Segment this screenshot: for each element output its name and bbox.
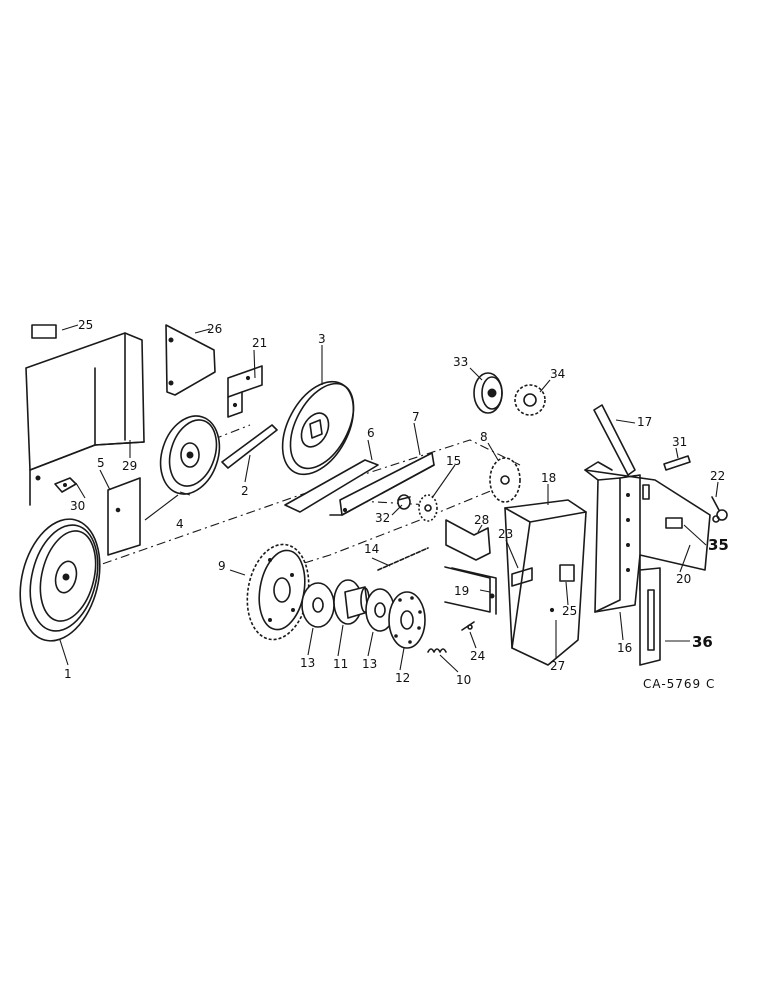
bolt: [711, 496, 728, 523]
leader-lines: [59, 324, 719, 673]
large-drive-pulley: [19, 518, 101, 642]
flat-bar: [284, 459, 379, 513]
callout-4: 4: [176, 517, 184, 531]
spring: [427, 648, 447, 653]
callout-22: 22: [710, 469, 725, 483]
bracket-upper: [445, 519, 491, 561]
callout-31: 31: [672, 435, 687, 449]
strap: [593, 404, 636, 476]
callout-3: 3: [318, 332, 326, 346]
angle-bracket: [227, 365, 263, 418]
small-shield-plate: [107, 477, 141, 556]
callout-5: 5: [97, 456, 105, 470]
upper-pulley: [281, 380, 355, 476]
callout-6: 6: [367, 426, 375, 440]
callout-14: 14: [364, 542, 379, 556]
u-bracket: [444, 566, 497, 615]
callout-18: 18: [541, 471, 556, 485]
sprocket-hub: [333, 579, 370, 625]
medium-pulley: [159, 415, 221, 495]
callout-26: 26: [207, 322, 222, 336]
decal-top-left: [31, 324, 57, 339]
callout-32: 32: [375, 511, 390, 525]
callout-1: 1: [64, 667, 72, 681]
callout-30: 30: [70, 499, 85, 513]
left-shield: [25, 332, 145, 506]
hub-pulley: [473, 372, 503, 414]
small-bar: [663, 455, 691, 471]
callout-19: 19: [454, 584, 469, 598]
callout-25-top: 25: [78, 318, 93, 332]
sprocket-upper: [489, 457, 521, 503]
callout-13-right: 13: [362, 657, 377, 671]
clutch-disc: [388, 591, 426, 649]
callout-16: 16: [617, 641, 632, 655]
callout-21: 21: [252, 336, 267, 350]
small-sprocket-top: [514, 384, 546, 416]
callout-28: 28: [474, 513, 489, 527]
roller-chain: [377, 547, 429, 571]
callout-13-left: 13: [300, 656, 315, 670]
callout-12: 12: [395, 671, 410, 685]
callout-27: 27: [550, 659, 565, 673]
callout-29: 29: [122, 459, 137, 473]
washer-left: [301, 582, 335, 628]
bracket-plate: [165, 324, 216, 396]
callout-labels: 25 26 21 3 33 34 17 31 22 29 30 5 4 2 6 …: [64, 318, 729, 691]
angle-bar: [329, 452, 435, 516]
drawing-reference-code: CA-5769 C: [643, 677, 715, 691]
small-clip: [54, 477, 77, 493]
callout-10: 10: [456, 673, 471, 687]
callout-34: 34: [550, 367, 565, 381]
callout-36: 36: [692, 633, 713, 651]
callout-17: 17: [637, 415, 652, 429]
small-sprocket-lower: [418, 494, 438, 522]
callout-11: 11: [333, 657, 348, 671]
callout-8: 8: [480, 430, 488, 444]
callout-25-guard: 25: [562, 604, 577, 618]
chain-guard: [504, 499, 587, 666]
callout-9: 9: [218, 559, 226, 573]
callout-7: 7: [412, 410, 420, 424]
callout-23: 23: [498, 527, 513, 541]
side-frame: [584, 461, 711, 666]
shaft-key: [221, 424, 278, 469]
pin: [461, 621, 475, 631]
callout-24: 24: [470, 649, 485, 663]
callout-2: 2: [241, 484, 249, 498]
callout-20: 20: [676, 572, 691, 586]
callout-15: 15: [446, 454, 461, 468]
callout-33: 33: [453, 355, 468, 369]
callout-35: 35: [708, 536, 729, 554]
